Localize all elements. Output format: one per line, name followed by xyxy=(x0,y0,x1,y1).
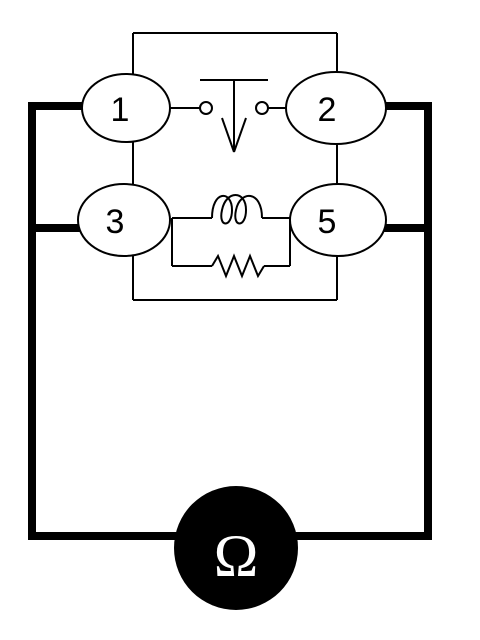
terminal-3-label: 3 xyxy=(106,203,125,241)
test-leads xyxy=(28,102,432,540)
coil xyxy=(172,194,294,225)
relay-body xyxy=(132,32,338,301)
terminal-2-label: 2 xyxy=(318,91,337,129)
ohmmeter: Ω xyxy=(174,486,298,610)
resistor xyxy=(171,218,291,279)
terminal-5-label: 5 xyxy=(318,203,337,241)
terminal-5: 5 xyxy=(289,183,387,257)
terminal-3: 3 xyxy=(77,183,171,257)
terminal-2: 2 xyxy=(285,71,387,145)
terminal-1-label: 1 xyxy=(111,91,130,129)
ohm-icon: Ω xyxy=(214,523,259,589)
terminal-1: 1 xyxy=(81,73,171,143)
push-button-switch xyxy=(170,79,292,153)
